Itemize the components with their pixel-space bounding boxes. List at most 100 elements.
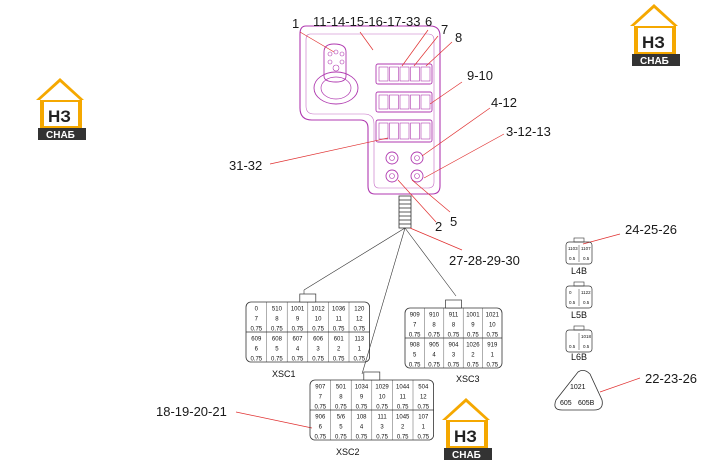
xsc2-latch: [363, 371, 381, 381]
xsc2-pin-cell: 907: [315, 385, 326, 391]
xsc3-pin-cell: 0.75: [486, 333, 498, 339]
callout-18-19-20-21: 18-19-20-21: [156, 404, 227, 419]
tri-pin-top: 1021: [570, 384, 586, 391]
xsc3-pin-cell: 10: [489, 323, 496, 329]
xsc2-pin-cell: 12: [420, 395, 427, 401]
connector-label-xsc3: XSC3: [456, 374, 480, 384]
connector-l5b: 0 1122 0.5 0.5 L5B: [565, 281, 593, 320]
logo-bottom: НЗ СНАБ: [442, 398, 492, 461]
xsc2-pin-cell: 5: [339, 425, 343, 431]
xsc2-pin-cell: 0.75: [417, 435, 429, 441]
logo-caption: СНАБ: [46, 130, 75, 141]
l6b-pin-2: 1018: [581, 334, 592, 339]
callout-5: 5: [450, 214, 457, 229]
xsc2-pin-cell: 1029: [375, 385, 389, 391]
connector-label-l5b: L5B: [571, 310, 587, 320]
connector-label-xsc2: XSC2: [336, 447, 360, 457]
l5b-pin-2: 1122: [581, 290, 591, 295]
xsc2-pin-cell: 3: [380, 425, 384, 431]
logo-letters: НЗ: [48, 107, 71, 126]
xsc1-pin-cell: 0.75: [271, 357, 283, 363]
logo-letters: НЗ: [642, 33, 665, 52]
xsc3-pin-cell: 905: [429, 343, 440, 349]
connector-l4b: 1103 1107 0.5 0.5 L4B: [565, 237, 593, 276]
l4b-pin-2: 1107: [581, 246, 591, 251]
xsc1-pin-cell: 7: [255, 317, 259, 323]
logo-letters: НЗ: [454, 427, 477, 446]
xsc2-pin-cell: 0.75: [335, 405, 347, 411]
callout-7: 7: [441, 22, 448, 37]
xsc1-pin-cell: 0.75: [271, 327, 283, 333]
callout-22-23-26: 22-23-26: [645, 371, 697, 386]
xsc3-pin-cell: 5: [413, 353, 417, 359]
l5b-pin-1: 0: [569, 290, 572, 295]
xsc1-pin-cell: 8: [275, 317, 279, 323]
xsc2-pin-cell: 0.75: [397, 405, 409, 411]
xsc2-pin-cell: 11: [400, 395, 407, 401]
xsc3-pin-cell: 904: [448, 343, 459, 349]
xsc3-latch: [445, 299, 462, 309]
xsc3-pin-cell: 911: [449, 313, 459, 319]
xsc2-pin-cell: 7: [319, 395, 323, 401]
xsc2-pin-cell: 0.75: [335, 435, 347, 441]
xsc2-pin-cell: 504: [418, 385, 429, 391]
xsc1-pin-cell: 0.75: [333, 327, 345, 333]
xsc2-pin-cell: 107: [418, 415, 429, 421]
xsc2-pin-cell: 501: [336, 385, 347, 391]
callout-31-32: 31-32: [229, 158, 262, 173]
xsc1-pin-cell: 12: [356, 317, 363, 323]
xsc2-pin-cell: 1045: [396, 415, 410, 421]
xsc2-pin-cell: 1: [422, 425, 426, 431]
xsc3-pin-cell: 0.75: [428, 363, 440, 369]
xsc2-pin-cell: 111: [378, 415, 388, 421]
logo-caption: СНАБ: [640, 56, 669, 67]
xsc2-pin-cell: 2: [401, 425, 405, 431]
xsc3-pin-cell: 0.75: [448, 333, 460, 339]
xsc1-pin-cell: 510: [272, 307, 283, 313]
xsc3-pin-cell: 8: [432, 323, 436, 329]
xsc3-pin-cell: 1: [491, 353, 495, 359]
xsc3-pin-cell: 8: [452, 323, 456, 329]
xsc1-pin-cell: 0.75: [250, 357, 262, 363]
xsc1-pin-cell: 120: [354, 307, 365, 313]
xsc1-latch: [299, 293, 317, 303]
xsc3-pin-cell: 0.75: [409, 363, 421, 369]
callout-24-25-26: 24-25-26: [625, 222, 677, 237]
xsc1-pin-cell: 2: [337, 347, 341, 353]
xsc2-pin-cell: 4: [360, 425, 364, 431]
xsc3-pin-cell: 0.75: [486, 363, 498, 369]
xsc3-pin-cell: 910: [429, 313, 440, 319]
xsc3-pin-cell: 919: [487, 343, 498, 349]
logo-top-right: НЗ СНАБ: [630, 4, 680, 67]
xsc1-pin-cell: 0.75: [292, 327, 304, 333]
xsc3-pin-cell: 1021: [486, 313, 500, 319]
xsc1-pin-cell: 1036: [332, 307, 346, 313]
l5b-gauge-2: 0.5: [583, 300, 590, 305]
l4b-gauge-1: 0.5: [569, 256, 576, 261]
xsc1-pin-cell: 0: [255, 307, 259, 313]
control-panel: [299, 25, 441, 229]
xsc3-pin-cell: 9: [471, 323, 475, 329]
l6b-gauge-1: 0.5: [569, 344, 576, 349]
xsc2-pin-cell: 0.75: [356, 405, 368, 411]
xsc1-pin-cell: 0.75: [333, 357, 345, 363]
callout-8: 8: [455, 30, 462, 45]
xsc2-pin-cell: 5/6: [337, 415, 346, 421]
xsc3-pin-cell: 7: [413, 323, 417, 329]
xsc3-pin-cell: 0.75: [467, 333, 479, 339]
connector-label-l4b: L4B: [571, 266, 587, 276]
xsc3-pin-cell: 0.75: [428, 333, 440, 339]
xsc1-pin-cell: 11: [336, 317, 343, 323]
xsc1-pin-cell: 1: [358, 347, 362, 353]
xsc2-pin-cell: 0.75: [314, 435, 326, 441]
xsc1-pin-cell: 10: [315, 317, 322, 323]
xsc2-pin-cell: 0.75: [314, 405, 326, 411]
xsc3-pin-cell: 0.75: [409, 333, 421, 339]
xsc1-pin-cell: 609: [251, 337, 262, 343]
xsc3-pin-cell: 4: [432, 353, 436, 359]
l4b-pin-1: 1103: [568, 246, 578, 251]
l5b-gauge-1: 0.5: [569, 300, 576, 305]
xsc2-pin-cell: 10: [379, 395, 386, 401]
